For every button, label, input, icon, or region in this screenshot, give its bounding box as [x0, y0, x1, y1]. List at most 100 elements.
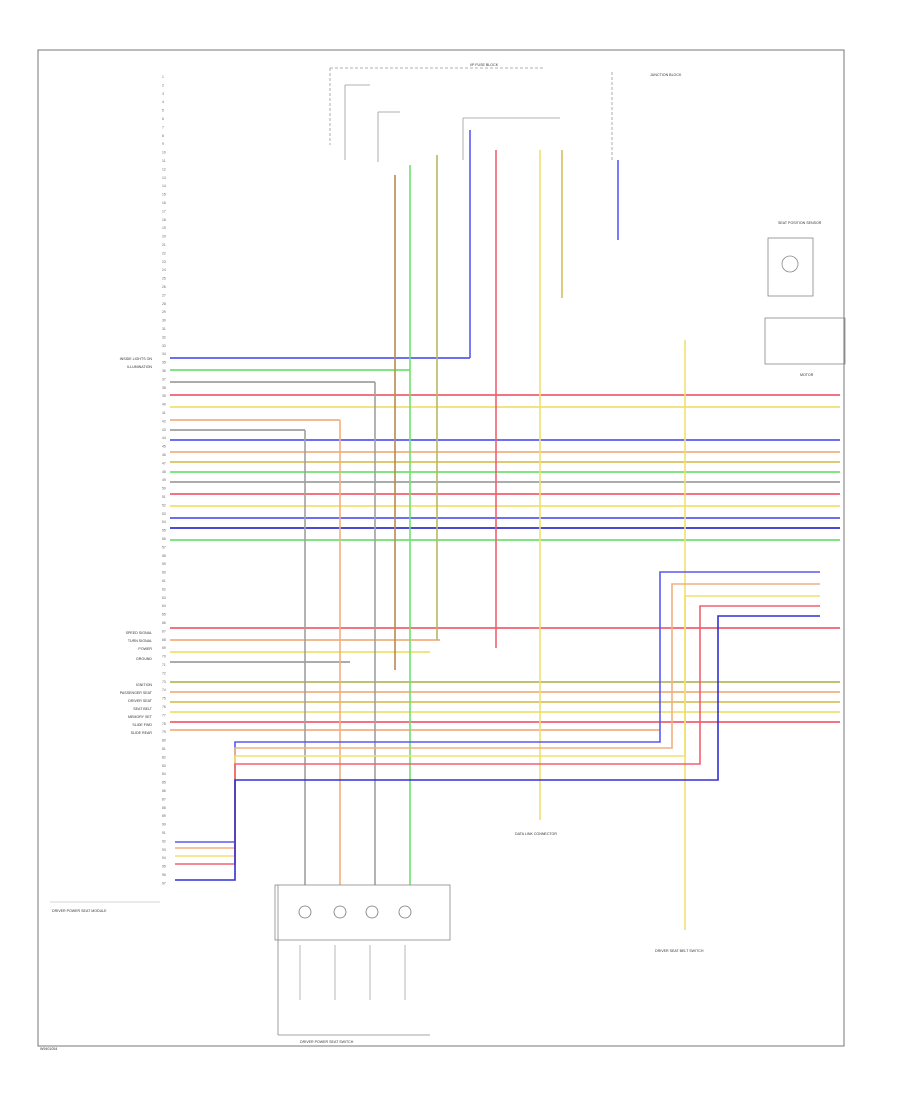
junction-block-label: JUNCTION BLOCK — [650, 73, 682, 77]
power-seat-switch-label: DRIVER POWER SEAT SWITCH — [300, 1040, 354, 1044]
pin-number: 36 — [162, 369, 166, 373]
pin-number: 18 — [162, 218, 166, 222]
pin-number: 7 — [162, 125, 164, 129]
diagram-frame — [37, 49, 845, 1047]
pin-number: 87 — [162, 797, 166, 801]
wire — [175, 605, 820, 865]
pin-number: 63 — [162, 596, 166, 600]
pin-number: 15 — [162, 193, 166, 197]
pin-number: 75 — [162, 697, 166, 701]
pin-number: 39 — [162, 394, 166, 398]
pin-number: 1 — [162, 75, 164, 79]
pin-number: 24 — [162, 268, 166, 272]
pin-number: 59 — [162, 562, 166, 566]
pin-number: 58 — [162, 554, 166, 558]
pin-number: 71 — [162, 663, 166, 667]
pin-number: 16 — [162, 201, 166, 205]
left-label: ILLUMINATION — [127, 365, 152, 369]
pin-number: 66 — [162, 621, 166, 625]
wire-harness — [170, 130, 840, 930]
pin-number: 37 — [162, 377, 166, 381]
pin-number: 53 — [162, 512, 166, 516]
pin-number: 77 — [162, 713, 166, 717]
pin-number: 20 — [162, 235, 166, 239]
pin-number: 12 — [162, 167, 166, 171]
pin-number: 86 — [162, 789, 166, 793]
pin-number: 14 — [162, 184, 166, 188]
pin-number: 92 — [162, 839, 166, 843]
left-label: SEAT BELT — [133, 707, 153, 711]
pin-number: 21 — [162, 243, 166, 247]
left-label: PASSENGER SEAT — [120, 691, 153, 695]
fuse-block: I/P FUSE BLOCK JUNCTION BLOCK — [329, 63, 682, 162]
pin-number: 28 — [162, 302, 166, 306]
pin-number: 25 — [162, 277, 166, 281]
pin-number: 45 — [162, 445, 166, 449]
pin-number: 29 — [162, 310, 166, 314]
pin-number: 32 — [162, 335, 166, 339]
pin-number: 17 — [162, 209, 166, 213]
wire — [175, 571, 820, 843]
pin-number: 38 — [162, 386, 166, 390]
pin-number: 23 — [162, 260, 166, 264]
pin-number: 52 — [162, 503, 166, 507]
pin-number: 42 — [162, 419, 166, 423]
left-label: SPEED SIGNAL — [126, 631, 152, 635]
pin-number: 2 — [162, 83, 164, 87]
pin-number: 78 — [162, 722, 166, 726]
pin-number: 68 — [162, 638, 166, 642]
module-label: DRIVER POWER SEAT MODULE — [52, 909, 107, 913]
pin-number: 65 — [162, 613, 166, 617]
pin-number: 67 — [162, 629, 166, 633]
power-seat-switch: DRIVER POWER SEAT SWITCH — [274, 884, 451, 1044]
module-label-group: DRIVER POWER SEAT MODULE — [50, 901, 160, 913]
pin-number: 27 — [162, 293, 166, 297]
pin-number: 47 — [162, 461, 166, 465]
pin-number: 64 — [162, 604, 166, 608]
fuse-block-label: I/P FUSE BLOCK — [470, 63, 499, 67]
pin-number: 80 — [162, 739, 166, 743]
pin-number: 10 — [162, 151, 166, 155]
pin-number: 88 — [162, 806, 166, 810]
pin-number: 84 — [162, 772, 166, 776]
pin-number: 89 — [162, 814, 166, 818]
pin-number: 26 — [162, 285, 166, 289]
seat-belt-switch-label: DRIVER SEAT BELT SWITCH — [655, 949, 704, 953]
pin-number: 44 — [162, 436, 166, 440]
figure-id: W9401054 — [40, 1047, 57, 1051]
left-label: SLIDE FWD — [132, 723, 152, 727]
pin-number: 33 — [162, 344, 166, 348]
pin-number: 6 — [162, 117, 164, 121]
pin-number: 49 — [162, 478, 166, 482]
pin-number: 72 — [162, 671, 166, 675]
pin-number: 35 — [162, 361, 166, 365]
pin-number: 95 — [162, 865, 166, 869]
pin-number: 81 — [162, 747, 166, 751]
pin-number: 13 — [162, 176, 166, 180]
seat-position-sensor: SEAT POSITION SENSOR — [767, 221, 822, 297]
left-label: TURN SIGNAL — [128, 639, 152, 643]
pin-number: 54 — [162, 520, 166, 524]
left-label: DRIVER SEAT — [128, 699, 153, 703]
pin-number: 34 — [162, 352, 166, 356]
left-label: IGNITION — [136, 683, 152, 687]
pin-number: 74 — [162, 688, 166, 692]
pin-number: 83 — [162, 764, 166, 768]
wire — [175, 615, 820, 881]
pin-number: 76 — [162, 705, 166, 709]
pin-number: 43 — [162, 428, 166, 432]
pin-number: 9 — [162, 142, 164, 146]
pin-number: 50 — [162, 487, 166, 491]
pin-number: 4 — [162, 100, 164, 104]
pin-number: 62 — [162, 587, 166, 591]
pin-number: 5 — [162, 109, 164, 113]
pin-number: 11 — [162, 159, 166, 163]
pin-number: 31 — [162, 327, 166, 331]
pin-number: 56 — [162, 537, 166, 541]
pin-number: 93 — [162, 848, 166, 852]
pin-number: 94 — [162, 856, 166, 860]
pin-number: 55 — [162, 529, 166, 533]
pin-number: 73 — [162, 680, 166, 684]
